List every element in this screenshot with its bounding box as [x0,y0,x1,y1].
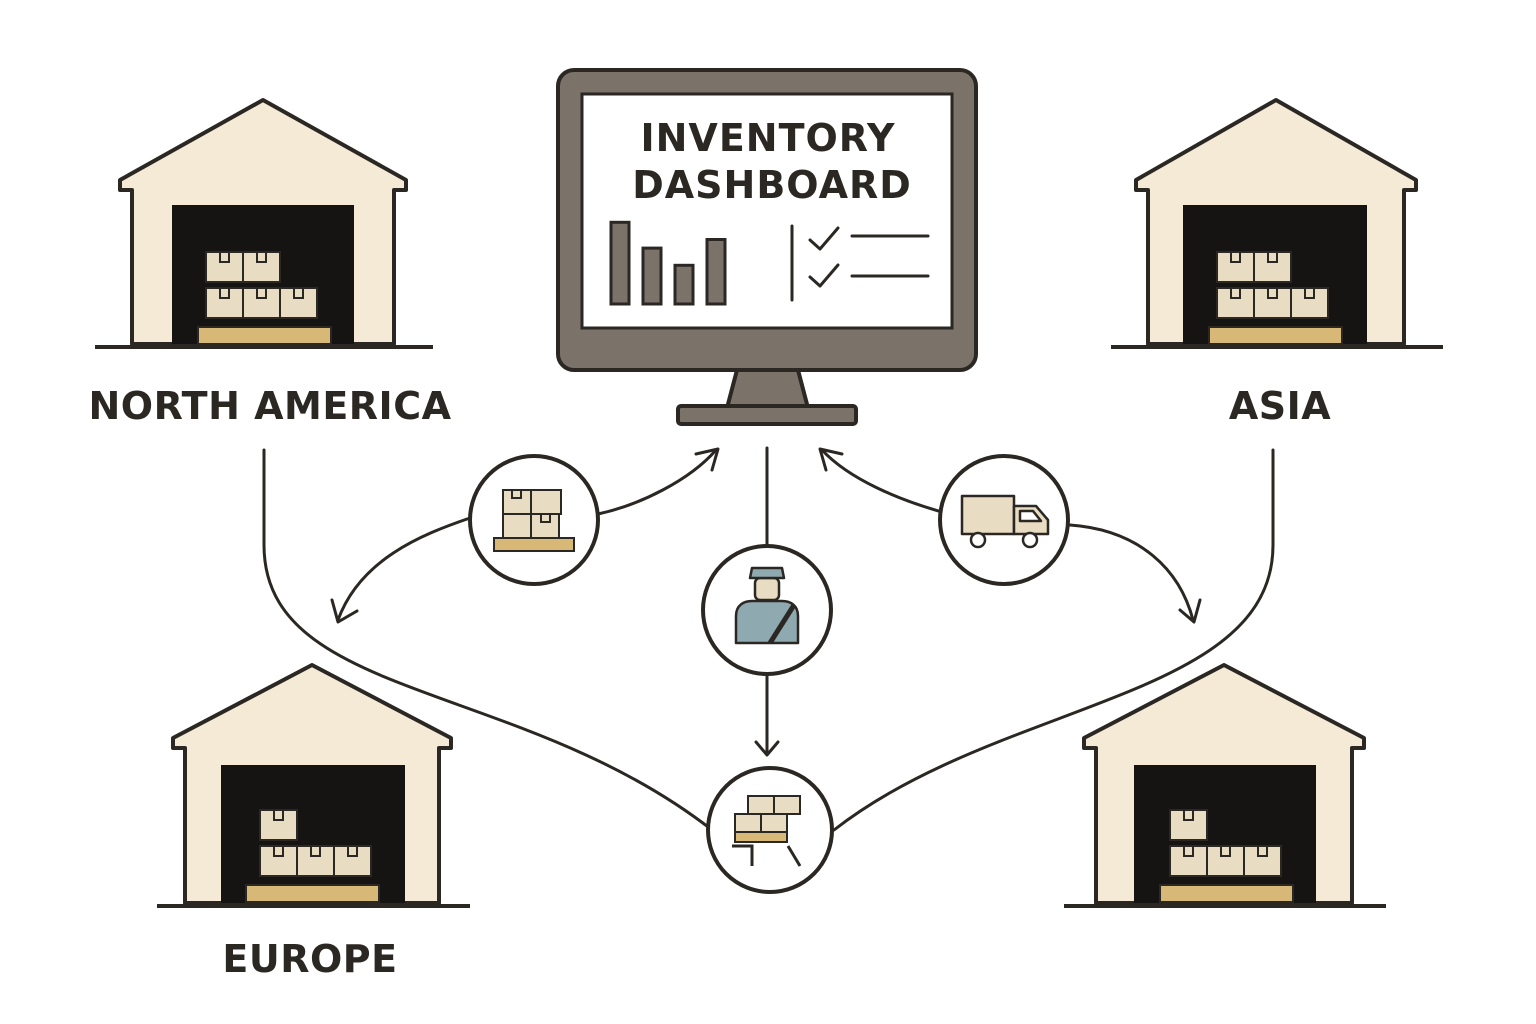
warehouse-europe [157,663,470,908]
dashboard-monitor: INVENTORY DASHBOARD [556,68,978,426]
dashboard-bar [609,220,631,306]
warehouse-unlabeled [1064,663,1386,908]
dashboard-checklist [790,224,930,302]
dashboard-bar [673,263,695,306]
pallet-cart-icon [732,795,802,867]
arrowhead-to-dashboard-left [694,447,720,472]
dashboard-bar [641,246,663,306]
pallet [1208,326,1343,345]
connector-inventory-to-dashboard [596,448,718,516]
pallet [197,326,332,345]
label-europe: EUROPE [222,937,397,981]
warehouse-door [1134,765,1316,903]
connectors [262,446,1275,832]
arrowhead-to-europe [330,598,359,624]
pallet [245,884,380,903]
dashboard-bar-chart [609,220,727,306]
dashboard-bar [705,238,727,306]
connector-shipping-to-dashboard [820,448,944,514]
label-asia: ASIA [1229,384,1331,428]
connector-shipping-to-asia [1068,523,1195,622]
arrowhead-to-dashboard-right [818,447,844,472]
pallet [1159,884,1294,903]
monitor-neck [725,368,810,410]
node-hub [706,766,834,894]
node-shipping [938,454,1070,586]
warehouse-door [221,765,405,903]
check-icon [808,263,840,288]
arrowhead-to-asia [1178,598,1202,624]
check-icon [808,226,840,251]
node-operator [701,544,833,676]
connector-north-america-to-hub [262,448,714,832]
warehouse-north-america [95,98,433,349]
node-inventory [468,454,600,586]
dashboard-title-line1: INVENTORY [640,116,895,160]
boxes-icon [493,489,575,552]
warehouse-asia [1111,98,1443,349]
arrowhead-to-hub [754,740,780,757]
truck-icon [960,494,1050,549]
arrowheads [330,447,1202,757]
connector-inventory-to-europe [336,516,472,622]
worker-icon [734,566,800,645]
dashboard-title-line2: DASHBOARD [632,163,912,207]
label-north-america: NORTH AMERICA [89,384,452,428]
monitor-base [676,404,858,426]
connector-asia-to-hub [832,448,1275,832]
